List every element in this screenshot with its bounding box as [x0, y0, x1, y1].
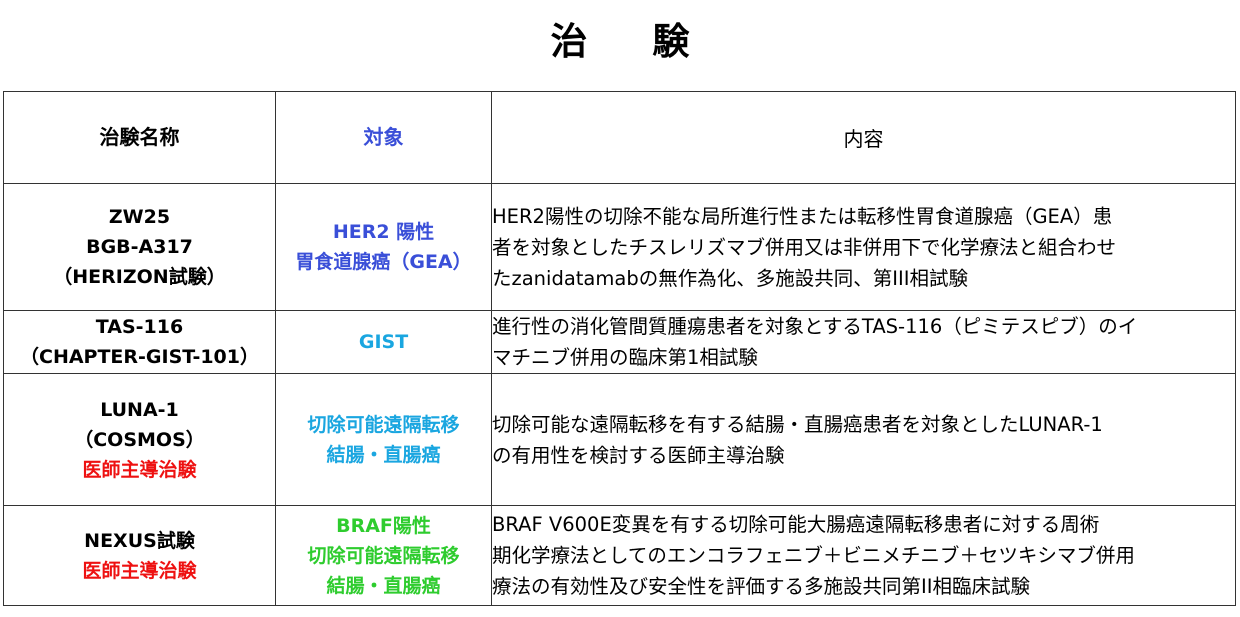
trial-target-line: 切除可能遠隔転移 — [307, 544, 460, 567]
trial-target-line: 胃食道腺癌（GEA） — [295, 251, 472, 273]
trial-target-line: HER2 陽性 — [332, 221, 435, 243]
investigator-initiated-note: 医師主導治験 — [82, 458, 197, 481]
trial-content-cell: 進行性の消化管間質腫瘍患者を対象とするTAS-116（ピミテスピブ）のイ マチニ… — [491, 310, 1236, 374]
trial-content-line: HER2陽性の切除不能な局所進行性または転移性胃食道腺癌（GEA）患 — [492, 204, 1113, 228]
trial-name-line: （COSMOS） — [74, 428, 205, 451]
trial-target-line: BRAF陽性 — [336, 514, 431, 537]
trial-content-line: 期化学療法としてのエンコラフェニブ＋ビニメチニブ＋セツキシマブ併用 — [492, 544, 1135, 567]
table-row: LUNA-1 （COSMOS） 医師主導治験 切除可能遠隔転移 結腸・直腸癌 切… — [3, 373, 1236, 506]
trial-name-cell: TAS-116 （CHAPTER-GIST-101） — [3, 310, 276, 374]
trial-target-line: 結腸・直腸癌 — [326, 574, 441, 597]
trial-target-cell: GIST — [275, 310, 492, 374]
table-header-row: 治験名称 対象 内容 — [3, 91, 1236, 184]
trial-content-line: 者を対象としたチスレリズマブ併用又は非併用下で化学療法と組合わせ — [492, 235, 1117, 259]
trial-target-cell: BRAF陽性 切除可能遠隔転移 結腸・直腸癌 — [275, 505, 492, 606]
trial-target-line: GIST — [358, 331, 409, 353]
table-row: ZW25 BGB-A317 （HERIZON試験） HER2 陽性 胃食道腺癌（… — [3, 183, 1236, 311]
trial-target-line: 結腸・直腸癌 — [326, 443, 441, 466]
trial-name-cell: LUNA-1 （COSMOS） 医師主導治験 — [3, 373, 276, 506]
table-row: TAS-116 （CHAPTER-GIST-101） GIST 進行性の消化管間… — [3, 310, 1236, 374]
trial-content-line: マチニブ併用の臨床第1相試験 — [492, 346, 758, 369]
trial-name-line: ZW25 — [108, 206, 171, 228]
trial-content-line: 進行性の消化管間質腫瘍患者を対象とするTAS-116（ピミテスピブ）のイ — [492, 315, 1138, 338]
trial-content-cell: HER2陽性の切除不能な局所進行性または転移性胃食道腺癌（GEA）患 者を対象と… — [491, 183, 1236, 311]
page-title: 治 験 — [550, 20, 716, 63]
header-content: 内容 — [843, 127, 884, 151]
investigator-initiated-note: 医師主導治験 — [82, 559, 197, 582]
header-name: 治験名称 — [99, 125, 180, 149]
trial-name-cell: ZW25 BGB-A317 （HERIZON試験） — [3, 183, 276, 311]
trial-content-line: BRAF V600E変異を有する切除可能大腸癌遠隔転移患者に対する周術 — [492, 513, 1100, 536]
trial-target-cell: 切除可能遠隔転移 結腸・直腸癌 — [275, 373, 492, 506]
trials-table: 治験名称 対象 内容 ZW25 BGB-A317 （HERIZON試験） HER… — [3, 91, 1236, 606]
trial-target-cell: HER2 陽性 胃食道腺癌（GEA） — [275, 183, 492, 311]
trial-name-line: BGB-A317 — [86, 236, 193, 258]
table-row: NEXUS試験 医師主導治験 BRAF陽性 切除可能遠隔転移 結腸・直腸癌 BR… — [3, 505, 1236, 606]
trial-name-cell: NEXUS試験 医師主導治験 — [3, 505, 276, 606]
header-name-cell: 治験名称 — [3, 91, 276, 184]
trial-name-line: （HERIZON試験） — [53, 266, 226, 288]
trial-name-line: LUNA-1 — [100, 398, 179, 421]
header-content-cell: 内容 — [491, 91, 1236, 184]
header-target-cell: 対象 — [275, 91, 492, 184]
trial-name-line: NEXUS試験 — [84, 529, 195, 552]
trial-content-line: 療法の有効性及び安全性を評価する多施設共同第II相臨床試験 — [492, 575, 1031, 598]
trial-name-line: （CHAPTER-GIST-101） — [20, 346, 259, 368]
trial-content-line: の有用性を検討する医師主導治験 — [492, 443, 785, 467]
trial-target-line: 切除可能遠隔転移 — [307, 413, 460, 436]
trial-content-line: 切除可能な遠隔転移を有する結腸・直腸癌患者を対象としたLUNAR-1 — [492, 412, 1103, 436]
trial-name-line: TAS-116 — [95, 316, 184, 338]
header-target: 対象 — [363, 125, 404, 149]
trial-content-line: たzanidatamabの無作為化、多施設共同、第III相試験 — [492, 266, 968, 290]
trial-content-cell: BRAF V600E変異を有する切除可能大腸癌遠隔転移患者に対する周術 期化学療… — [491, 505, 1236, 606]
trial-content-cell: 切除可能な遠隔転移を有する結腸・直腸癌患者を対象としたLUNAR-1 の有用性を… — [491, 373, 1236, 506]
